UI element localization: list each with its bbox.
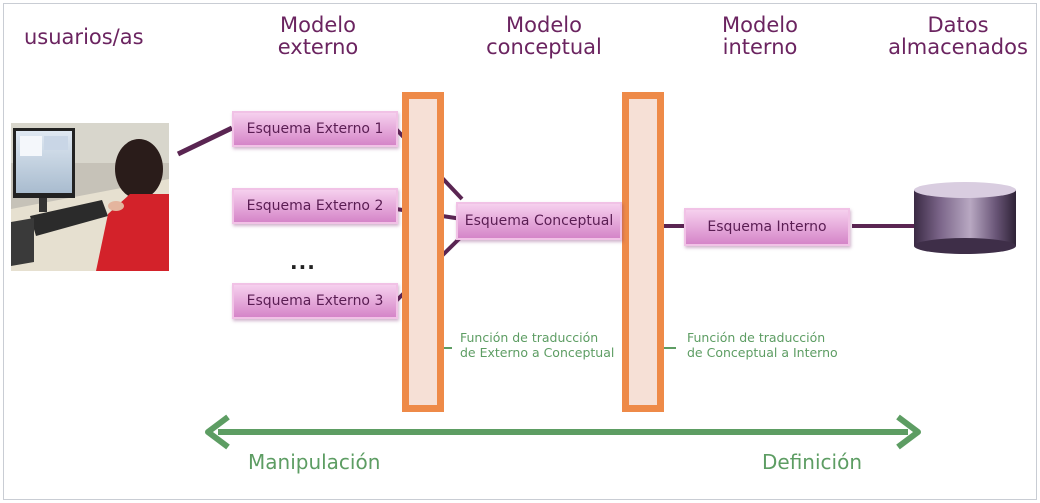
axis-label-manipulation: Manipulación [248, 450, 381, 474]
axis-label-definition: Definición [762, 450, 862, 474]
ellipsis: ... [290, 250, 316, 274]
schema-box-external-1: Esquema Externo 1 [232, 111, 398, 147]
translation-bar-external-conceptual [402, 92, 444, 412]
header-external-model: Modelo externo [277, 13, 359, 59]
header-stored-data: Datos almacenados [888, 13, 1028, 59]
diagram-frame: usuarios/as Modelo externo Modelo concep… [3, 3, 1037, 500]
header-internal-model: Modelo interno [722, 13, 798, 59]
schema-label: Esquema Externo 3 [246, 293, 384, 309]
schema-box-external-2: Esquema Externo 2 [232, 188, 398, 224]
function-label-conc-to-int: Función de traducción de Conceptual a In… [687, 330, 838, 360]
schema-box-external-3: Esquema Externo 3 [232, 283, 398, 319]
connector-user-external-1 [176, 125, 234, 157]
schema-label: Esquema Externo 1 [246, 121, 384, 137]
schema-label: Esquema Conceptual [464, 213, 614, 229]
user-at-computer-photo [11, 123, 169, 271]
double-headed-arrow-icon [205, 414, 921, 450]
database-cylinder-icon [914, 182, 1016, 254]
schema-box-internal: Esquema Interno [684, 208, 850, 246]
translation-bar-conceptual-internal [622, 92, 664, 412]
function-label-ext-to-conc: Función de traducción de Externo a Conce… [460, 330, 615, 360]
schema-box-conceptual: Esquema Conceptual [456, 202, 622, 240]
diagram-graphics [11, 123, 1016, 450]
schema-label: Esquema Externo 2 [246, 198, 384, 214]
header-users: usuarios/as [24, 25, 144, 49]
schema-label: Esquema Interno [707, 219, 827, 235]
header-conceptual-model: Modelo conceptual [486, 13, 602, 59]
